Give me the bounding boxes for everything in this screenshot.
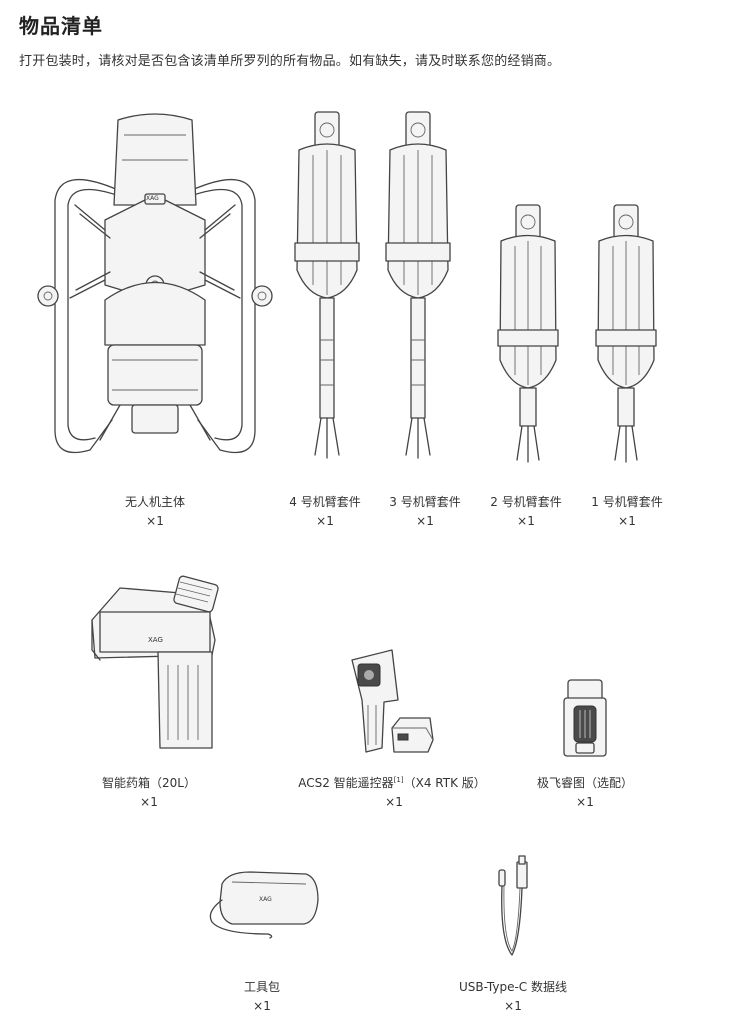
arm-kit-3-label: 3 号机臂套件 (389, 495, 461, 509)
usb-cable-label: USB-Type-C 数据线 (459, 980, 567, 994)
smart-tank-label: 智能药箱（20L） (102, 776, 196, 790)
arm-kit-1-label: 1 号机臂套件 (591, 495, 663, 509)
arm-kit-4-qty: ×1 (316, 514, 334, 528)
page-title: 物品清单 (19, 14, 103, 38)
toolkit-label: 工具包 (243, 980, 281, 994)
toolkit-logo: XAG (259, 896, 272, 903)
drone-logo: XAG (146, 195, 159, 202)
remote-controller-label: ACS2 智能遥控器[1]（X4 RTK 版） (298, 774, 486, 791)
ruitu-qty: ×1 (576, 795, 594, 809)
ruitu-label: 极飞睿图（选配） (536, 776, 634, 790)
drone-body-label: 无人机主体 (124, 495, 186, 509)
arm-kit-4-label: 4 号机臂套件 (289, 495, 361, 509)
arm-kit-1-qty: ×1 (618, 514, 636, 528)
arm-kit-3-qty: ×1 (416, 514, 434, 528)
arm-kit-2-label: 2 号机臂套件 (490, 495, 562, 509)
usb-cable-qty: ×1 (504, 999, 522, 1013)
intro-text: 打开包装时，请核对是否包含该清单所罗列的所有物品。如有缺失，请及时联系您的经销商… (19, 54, 561, 69)
toolkit-qty: ×1 (253, 999, 271, 1013)
remote-controller-name: ACS2 智能遥控器 (298, 776, 394, 790)
smart-tank-qty: ×1 (140, 795, 158, 809)
remote-controller-qty: ×1 (385, 795, 403, 809)
drone-body-qty: ×1 (146, 514, 164, 528)
arm-kit-2-qty: ×1 (517, 514, 535, 528)
remote-controller-variant: （X4 RTK 版） (403, 776, 486, 790)
footnote-ref: [1] (393, 776, 404, 784)
tank-logo: XAG (148, 636, 163, 644)
